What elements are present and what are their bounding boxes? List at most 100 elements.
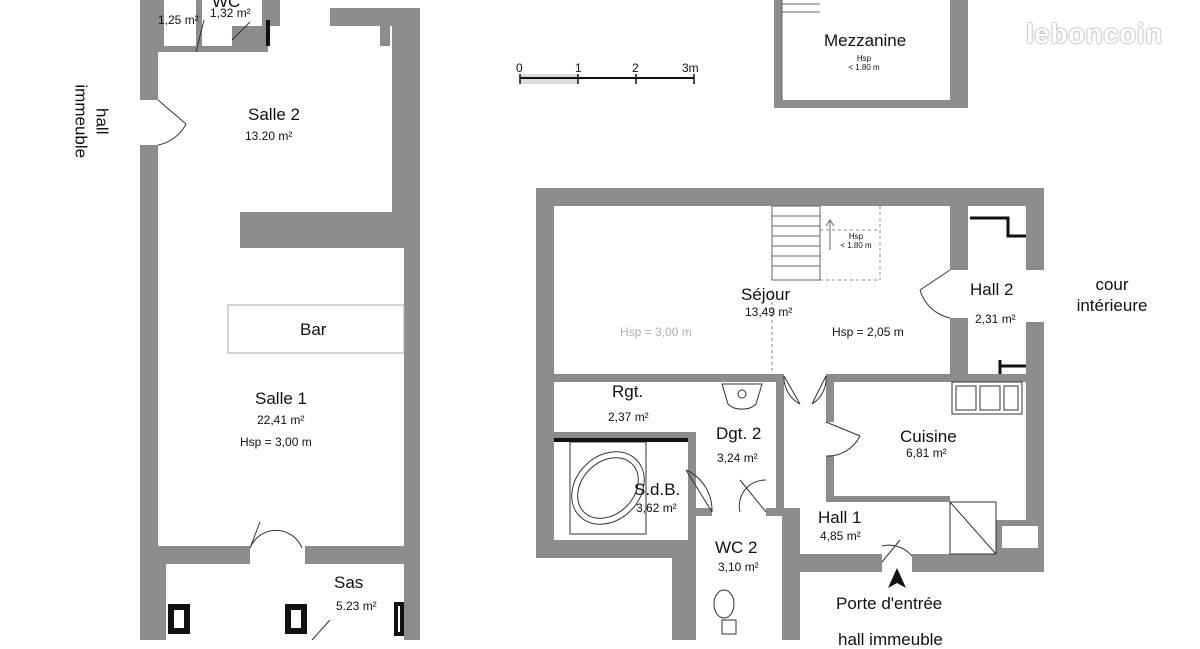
wall-segment: [826, 496, 950, 502]
wall-segment: [196, 0, 202, 52]
cour-line1: cour: [1095, 275, 1129, 294]
wall-segment: [950, 318, 968, 376]
wall-segment: [776, 382, 784, 512]
wall-segment: [672, 540, 696, 640]
wall-segment: [262, 0, 280, 26]
bar-label: Bar: [300, 320, 327, 339]
wall-segment: [782, 100, 968, 108]
hall2-outline: [970, 216, 1026, 374]
wall-segment: [158, 0, 164, 52]
hall2-name: Hall 2: [970, 280, 1014, 299]
sdb-area: 3,62 m²: [636, 501, 677, 515]
scale-tick-3: 3m: [682, 61, 699, 75]
door-arcs: [157, 19, 951, 640]
wall-segment: [232, 26, 268, 52]
scale-tick-1: 1: [575, 61, 582, 75]
wall-segment: [168, 604, 190, 634]
scale-tick-0: 0: [516, 61, 523, 75]
salle1-hsp: Hsp = 3,00 m: [240, 435, 312, 449]
wall-segment: [912, 554, 1044, 572]
wall-segment: [305, 546, 420, 564]
scale-tick-2: 2: [632, 61, 639, 75]
wall-segment: [696, 508, 712, 516]
wall-segment: [826, 374, 1044, 382]
hall-left-line1: hall: [92, 108, 112, 135]
wall-segment: [826, 456, 834, 500]
salle2-name: Salle 2: [248, 105, 300, 124]
kitchen-cabinet: [949, 501, 997, 555]
cuisine-area: 6,81 m²: [906, 446, 947, 460]
watermark-logo: leboncoin: [1026, 18, 1163, 49]
hall2-area: 2,31 m²: [975, 312, 1016, 326]
wc1-name: WC: [212, 0, 241, 11]
hall1-area: 4,85 m²: [820, 529, 861, 543]
mezzanine-hsp: Hsp < 1.80 m: [840, 54, 888, 72]
wall-segment: [1026, 188, 1044, 270]
mezzanine-hsp-line1: Hsp: [856, 54, 872, 63]
wall-segment: [285, 604, 307, 634]
salle2-area: 13.20 m²: [245, 129, 293, 143]
wall-segment: [688, 432, 696, 540]
porte-label: Porte d'entrée: [836, 594, 943, 613]
wall-segment: [774, 0, 782, 108]
closet-area: 1,25 m²: [158, 13, 199, 27]
toilet: [713, 589, 737, 635]
salle1-name: Salle 1: [255, 389, 307, 408]
sdb-name: S.d.B.: [634, 480, 681, 499]
stairs: [771, 0, 835, 281]
cuisine-name: Cuisine: [900, 427, 957, 446]
wall-segment: [140, 0, 158, 100]
wall-segment: [782, 508, 800, 640]
stair-hsp-line2: < 1.80 m: [840, 241, 872, 251]
dgt2-name: Dgt. 2: [716, 424, 762, 443]
wall-segment: [950, 206, 968, 270]
scale-bar: [519, 74, 695, 84]
dashed-lines: [771, 206, 881, 374]
wall-segment: [554, 540, 696, 558]
wall-segment: [536, 188, 554, 558]
hall1-name: Hall 1: [818, 508, 862, 527]
cour-line2: intérieure: [1076, 296, 1148, 316]
rgt-name: Rgt.: [612, 382, 644, 401]
wall-segment: [826, 374, 834, 422]
dgt2-area: 3,24 m²: [717, 451, 758, 465]
cour-label: cour intérieure: [1052, 274, 1172, 317]
hall-left-line2: immeuble: [71, 84, 90, 159]
hall-left-label: hall immeuble: [70, 56, 113, 186]
wall-segment: [158, 46, 268, 52]
entry-arrow-icon: [888, 568, 906, 588]
wall-segment: [394, 602, 404, 636]
wc2-area: 3,10 m²: [718, 560, 759, 574]
salle1-area: 22,41 m²: [257, 413, 305, 427]
sejour-hsp-right: Hsp = 2,05 m: [832, 325, 904, 339]
bar-counter: [227, 304, 405, 354]
sejour-name: Séjour: [741, 285, 791, 304]
stair-hsp-line1: Hsp: [848, 232, 864, 241]
wall-segment: [240, 212, 420, 248]
wall-segment: [140, 546, 250, 564]
kitchen-sink: [951, 381, 1023, 415]
sas-name: Sas: [334, 573, 364, 592]
stair-hsp: Hsp < 1.80 m: [836, 232, 876, 250]
wall-segment: [392, 8, 420, 238]
wc1-area: 1,32 m²: [210, 6, 251, 20]
wall-segment: [404, 238, 420, 640]
sas-area: 5.23 m²: [336, 599, 377, 613]
wall-segment: [554, 374, 784, 382]
wall-segment: [766, 508, 784, 516]
wall-segment: [380, 26, 390, 46]
sejour-hsp-left: Hsp = 3,00 m: [620, 325, 692, 339]
rgt-area: 2,37 m²: [608, 410, 649, 424]
wall-segment: [536, 188, 1044, 206]
wall-segment: [950, 0, 968, 108]
wc2-name: WC 2: [715, 538, 758, 557]
wall-segment: [782, 554, 882, 572]
wall-segment: [996, 520, 1044, 554]
wall-segment: [554, 432, 696, 440]
wall-segment: [158, 564, 166, 640]
washbasin: [721, 383, 763, 410]
wall-segment: [140, 145, 158, 640]
mezzanine-hsp-line2: < 1.80 m: [848, 63, 880, 73]
sejour-area: 13,49 m²: [745, 305, 793, 319]
